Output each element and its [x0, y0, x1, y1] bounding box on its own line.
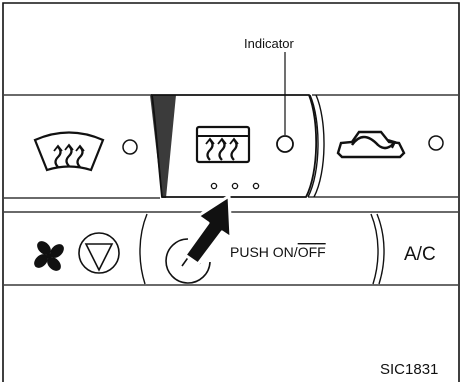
recirculation-indicator — [428, 135, 444, 151]
ac-button[interactable]: A/C — [404, 244, 436, 265]
front-defrost-button[interactable] — [33, 131, 138, 172]
air-recirculation-icon — [336, 130, 406, 159]
push-arrow — [183, 194, 233, 266]
recirculation-button[interactable] — [336, 130, 444, 159]
indicator-label: Indicator — [244, 36, 295, 51]
fan-icon — [34, 241, 64, 271]
off-overlined-text: OFF — [298, 244, 326, 260]
power-button-label: PUSH ON/OFF — [230, 244, 326, 260]
indicator-light — [276, 135, 294, 153]
timer-dots — [210, 182, 260, 190]
front-defrost-icon — [33, 131, 105, 172]
triangle-down-icon — [84, 243, 114, 272]
rear-defrost-button[interactable] — [150, 94, 318, 198]
figure-code: SIC1831 — [380, 361, 438, 378]
button-separators — [139, 94, 385, 285]
front-defrost-indicator — [122, 139, 138, 155]
rear-defrost-icon — [195, 125, 251, 164]
power-button[interactable]: PUSH ON/OFF — [165, 238, 326, 284]
fan-button[interactable] — [31, 238, 66, 273]
fan-down-button[interactable] — [78, 232, 120, 274]
